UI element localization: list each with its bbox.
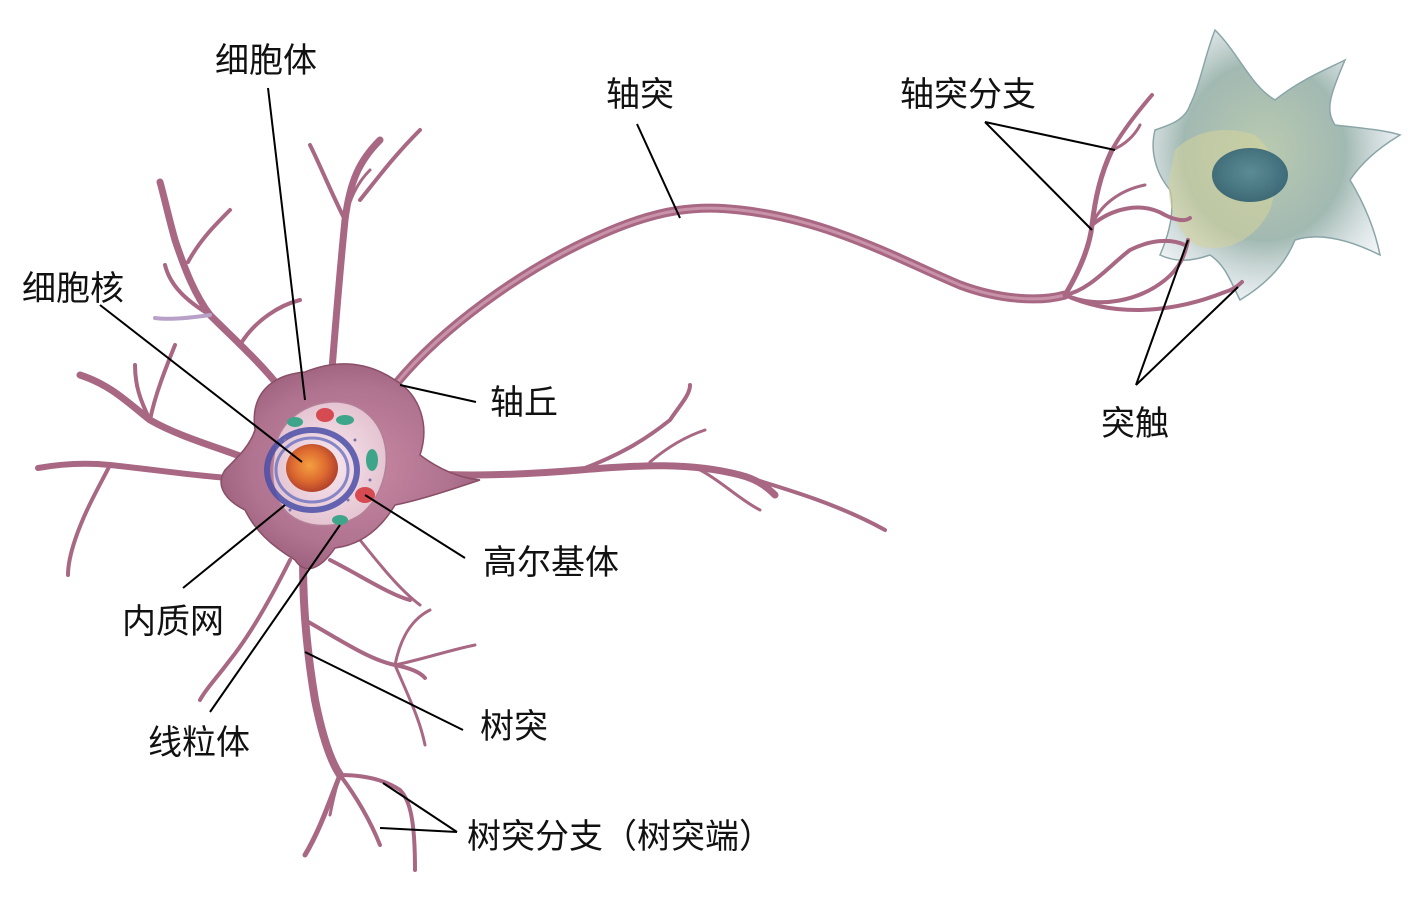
endoplasmic-reticulum-inner [274,436,350,504]
label-golgi: 高尔基体 [483,543,619,583]
target-cell [1152,28,1402,302]
leader-er [182,504,286,589]
leader-dendrite-branch-1 [382,782,458,833]
label-mitochondria: 线粒体 [148,723,250,763]
leader-axon [636,123,681,219]
axon-terminals [1062,93,1244,312]
leader-lines [99,87,1239,833]
leader-mitochondria [209,524,341,713]
leader-dendrite [304,651,464,731]
mitochondrion [366,449,378,471]
leader-golgi [364,494,466,559]
leader-axon-hillock [399,384,477,403]
label-dendrite-branches: 树突分支（树突端） [467,817,773,857]
label-soma: 细胞体 [215,41,317,81]
nucleus [286,444,338,492]
leader-nucleus [99,304,303,463]
leader-synapse-1 [1135,239,1189,386]
mitochondrion [332,515,348,525]
axon-shaft [390,203,1070,390]
labels: 细胞体 轴突 轴突分支 细胞核 轴丘 突触 高尔基体 内质网 树突 线粒体 树突… [22,41,1169,857]
leader-synapse-2 [1135,286,1239,386]
target-nucleus [1212,148,1288,202]
axon [390,203,1070,390]
axon-shaft-highlight [393,206,1067,387]
leader-dendrite-branch-2 [379,827,458,833]
label-nucleus: 细胞核 [22,269,124,309]
label-axon: 轴突 [606,75,674,115]
leader-soma [267,87,306,401]
label-er: 内质网 [122,602,224,642]
label-dendrite: 树突 [480,707,548,747]
dendrites [35,128,887,872]
golgi-apparatus [316,408,334,422]
leader-axon-terminals-1 [984,121,1116,151]
mitochondrion [287,417,303,427]
leader-axon-terminals-2 [984,121,1093,231]
label-axon-terminals: 轴突分支 [900,75,1036,115]
label-axon-hillock: 轴丘 [490,383,558,423]
label-synapse: 突触 [1101,404,1169,444]
mitochondrion [336,415,354,425]
endoplasmic-reticulum [264,427,360,513]
